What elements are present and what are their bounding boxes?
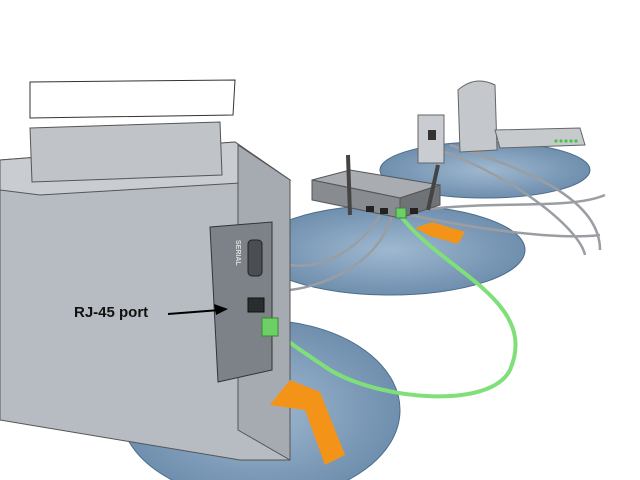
gateway: [494, 127, 586, 149]
wireless-router: [311, 154, 441, 219]
printer: SERIAL: [0, 79, 292, 461]
ethernet-cable: [273, 213, 518, 399]
modem: [457, 80, 498, 153]
rj45-port: [247, 297, 265, 313]
rj45-port-label: RJ-45 port: [74, 304, 149, 321]
serial-port: [247, 239, 263, 277]
network-cables: [289, 143, 606, 292]
orange-arrow-router: [415, 222, 465, 244]
callout-arrow: [167, 309, 221, 315]
serial-port-label: SERIAL: [234, 240, 241, 266]
rj45-plug: [261, 317, 279, 337]
orange-arrow-printer: [270, 380, 345, 465]
